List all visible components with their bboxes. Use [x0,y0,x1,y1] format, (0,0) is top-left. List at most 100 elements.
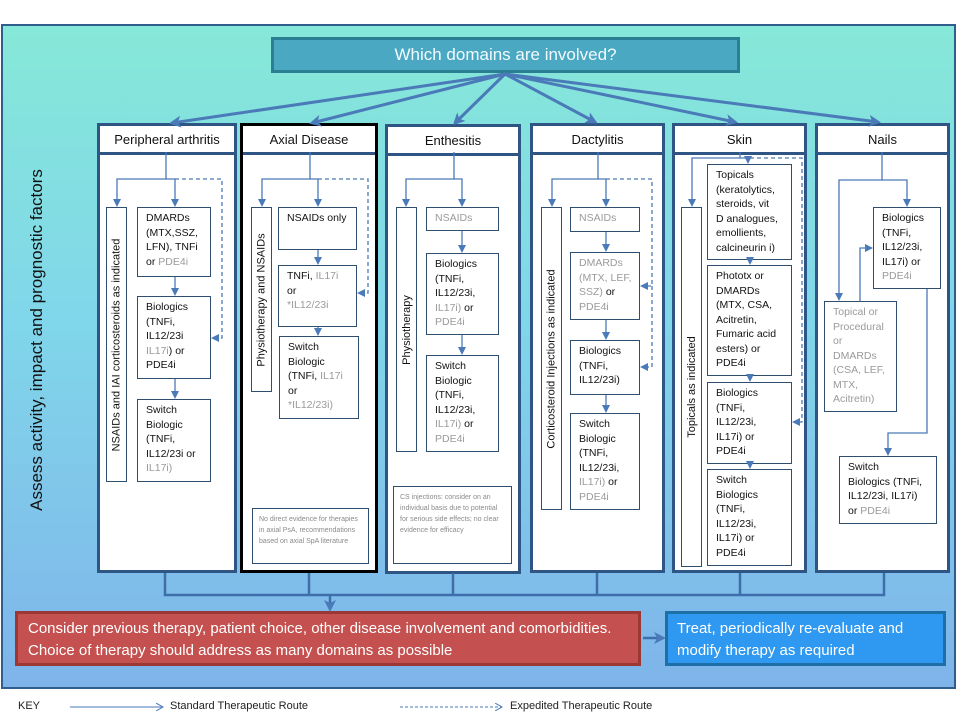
text-segment: Biologics [579,345,622,357]
text-segment: Biologics [146,301,189,313]
text-segment: as indicated [110,238,123,300]
text-segment: PDE4i [158,255,189,268]
box-line: (TNFi, [716,502,791,517]
domain-title: Peripheral arthritis [100,126,234,155]
text-segment: SSZ) [579,286,603,298]
box-line: (TNFi, [146,432,210,447]
box-line: or PDE4i [146,255,210,270]
text-segment: D analogues, [716,212,778,225]
vertical-text: Topicals as indicated [686,336,698,438]
text-segment: (CSA, LEF, [833,364,885,376]
box-line: Biologic [288,355,358,370]
box-line: IL12/23i or [146,447,210,462]
therapy-box: NSAIDs [426,207,499,231]
text-segment: IL17i) or [716,430,755,443]
box-line: (CSA, LEF, [833,363,896,378]
text-segment: Switch [848,461,879,473]
text-segment: MTX, [833,378,859,391]
text-segment: IL17i [320,370,343,382]
text-segment: IL12/23i, [716,517,757,530]
text-segment: or [605,476,618,488]
box-line: (TNFi, [435,272,498,287]
text-segment: ) or [168,344,185,357]
box-line: Switch [435,359,498,374]
text-segment: Fumaric acid [716,328,777,340]
therapy-box: Biologics(TNFi,IL12/23i) [570,340,640,395]
box-line: IL17i) or [882,255,940,270]
text-segment: Physiotherapy [400,294,413,365]
box-line: D analogues, [716,212,791,227]
text-segment: IL17i) [435,301,462,314]
text-segment: DMARDs [716,284,760,297]
text-segment: (TNFi, [882,226,912,239]
box-line: IL17i) or [716,430,791,445]
domain-title: Enthesitis [388,127,518,156]
box-line: IL12/23i, [716,415,791,430]
text-segment: IL17i) [579,476,606,488]
therapy-box: NSAIDs only [278,207,357,250]
vertical-text: Physiotherapy and NSAIDs [256,233,268,366]
text-segment: IL12/23i, [435,403,476,416]
text-segment: Topicals [716,169,754,181]
box-line: IL12/23i, [435,403,498,418]
side-label: Assess activity, impact and prognostic f… [14,130,60,550]
domain-title: Dactylitis [533,126,662,155]
text-segment: (MTX, LEF, [579,271,632,284]
text-segment: Acitretin) [833,393,875,405]
box-line: PDE4i [579,300,639,315]
text-segment: NSAIDs and [110,387,123,451]
text-segment: Switch [579,418,610,430]
text-segment: Biologics [882,212,925,224]
text-segment: or [287,284,297,297]
text-segment: (TNFi, [146,315,176,328]
text-segment: NSAIDs [435,212,473,224]
side-label-text: Assess activity, impact and prognostic f… [27,169,46,511]
domain-title: Skin [675,126,804,155]
box-line: (keratolytics, [716,183,791,198]
box-line: Switch [716,473,791,488]
note-box: No direct evidence for therapies in axia… [252,508,369,564]
key-label: KEY [18,700,41,712]
box-line: PDE4i [579,490,639,505]
text-segment: IL12/23i, [579,461,620,474]
text-segment: Corticosteroid Injections as indicated [545,268,558,449]
box-line: calcineurin i) [716,241,791,256]
box-line: (TNFi, [716,401,791,416]
box-line: MTX, [833,378,896,393]
box-line: (MTX, LEF, [579,271,639,286]
text-segment: PDE4i [579,300,609,313]
box-line: Biologics [579,344,639,359]
text-segment: Phototx or [716,270,764,282]
key-expedited-label: Expedited Therapeutic Route [510,700,653,712]
text-segment: Topical or [833,306,878,318]
text-segment: PDE4i [882,270,912,282]
box-line: PDE4i [716,546,791,561]
box-line: Acitretin) [833,392,896,407]
box-line: PDE4i [146,358,210,373]
text-segment: PDE4i [716,546,746,559]
vertical-text: Physiotherapy [401,295,413,365]
text-segment: IL17i) or [882,255,921,268]
text-segment: Switch [435,360,466,372]
box-line: (MTX,SSZ, [146,226,210,241]
vertical-box-axial: Physiotherapy and NSAIDs [251,207,272,392]
box-line: esters) or [716,342,791,357]
text-segment: *IL12/23i) [288,399,333,411]
box-line: Fumaric acid [716,327,791,342]
text-segment: Topicals as indicated [685,336,698,438]
text-segment: Switch [716,474,747,486]
text-segment: Physiotherapy and NSAIDs [255,232,268,367]
box-line: DMARDs [833,349,896,364]
text-segment: Switch [288,341,319,353]
text-segment: emollients, [716,227,767,239]
question-text: Which domains are involved? [394,45,617,64]
text-segment: Biologic [435,374,472,387]
box-line: (TNFi, [146,315,210,330]
box-line: NSAIDs [435,211,498,226]
text-segment: PDE4i [860,504,891,517]
box-line: IL17i) or [579,475,639,490]
text-segment: PDE4i [435,316,465,328]
